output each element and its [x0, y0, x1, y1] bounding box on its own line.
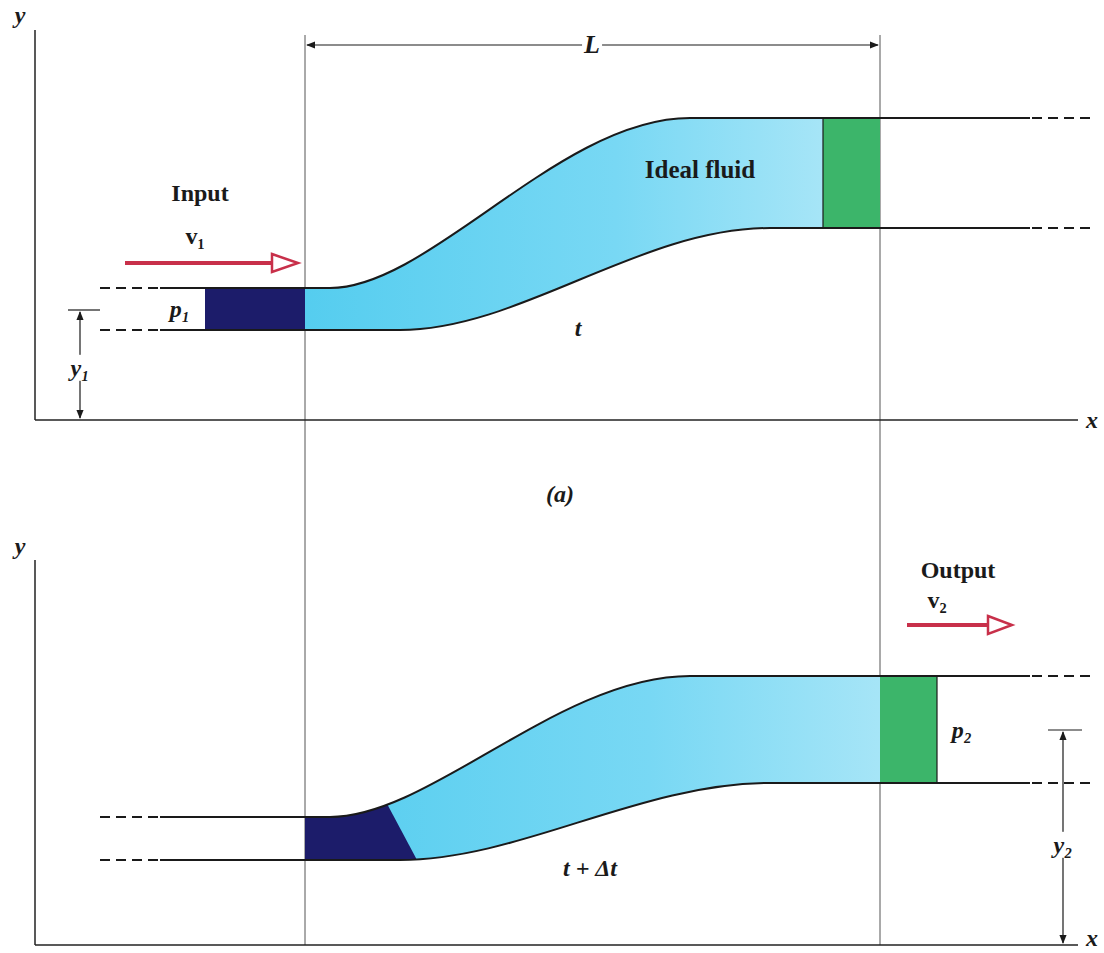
height-label: y₁: [68, 355, 91, 381]
output-fluid-element: [880, 665, 937, 790]
pipe-contents: [205, 100, 880, 340]
axis-label: x: [1084, 925, 1100, 951]
dimension-label: L: [582, 31, 602, 60]
axis-label: y: [13, 2, 28, 28]
height-label: y₂: [1051, 832, 1074, 858]
ideal-fluid: [305, 100, 823, 340]
dimension-tick: [1048, 729, 1082, 730]
axis-label: y: [13, 533, 28, 559]
y-axis: [34, 560, 36, 945]
pipe-walls: [100, 118, 1090, 330]
element-edge: [936, 676, 937, 783]
pressure-label: p₁: [168, 296, 192, 322]
velocity-label: v₂: [925, 587, 948, 613]
element-edge: [822, 118, 823, 228]
guide-line: [305, 35, 306, 945]
x-axis: [35, 944, 1078, 946]
velocity-arrow: [907, 616, 1012, 634]
pressure-label: p₂: [950, 717, 974, 743]
time-label: t: [573, 315, 584, 341]
output-fluid-element: [823, 110, 880, 235]
time-label: t + Δt: [561, 855, 619, 881]
velocity-label: v₁: [183, 223, 206, 249]
output-label: Output: [919, 557, 998, 583]
pipe-walls: [100, 676, 1090, 860]
axis-label: x: [1084, 407, 1100, 433]
input-label: Input: [169, 180, 230, 206]
y-axis: [34, 30, 36, 420]
dimension-tick: [68, 309, 100, 310]
pipe-contents: [305, 660, 937, 875]
fluid-label: Ideal fluid: [643, 156, 757, 184]
panel-label: (a): [544, 481, 576, 507]
velocity-arrow: [125, 254, 298, 272]
x-axis: [35, 419, 1078, 421]
